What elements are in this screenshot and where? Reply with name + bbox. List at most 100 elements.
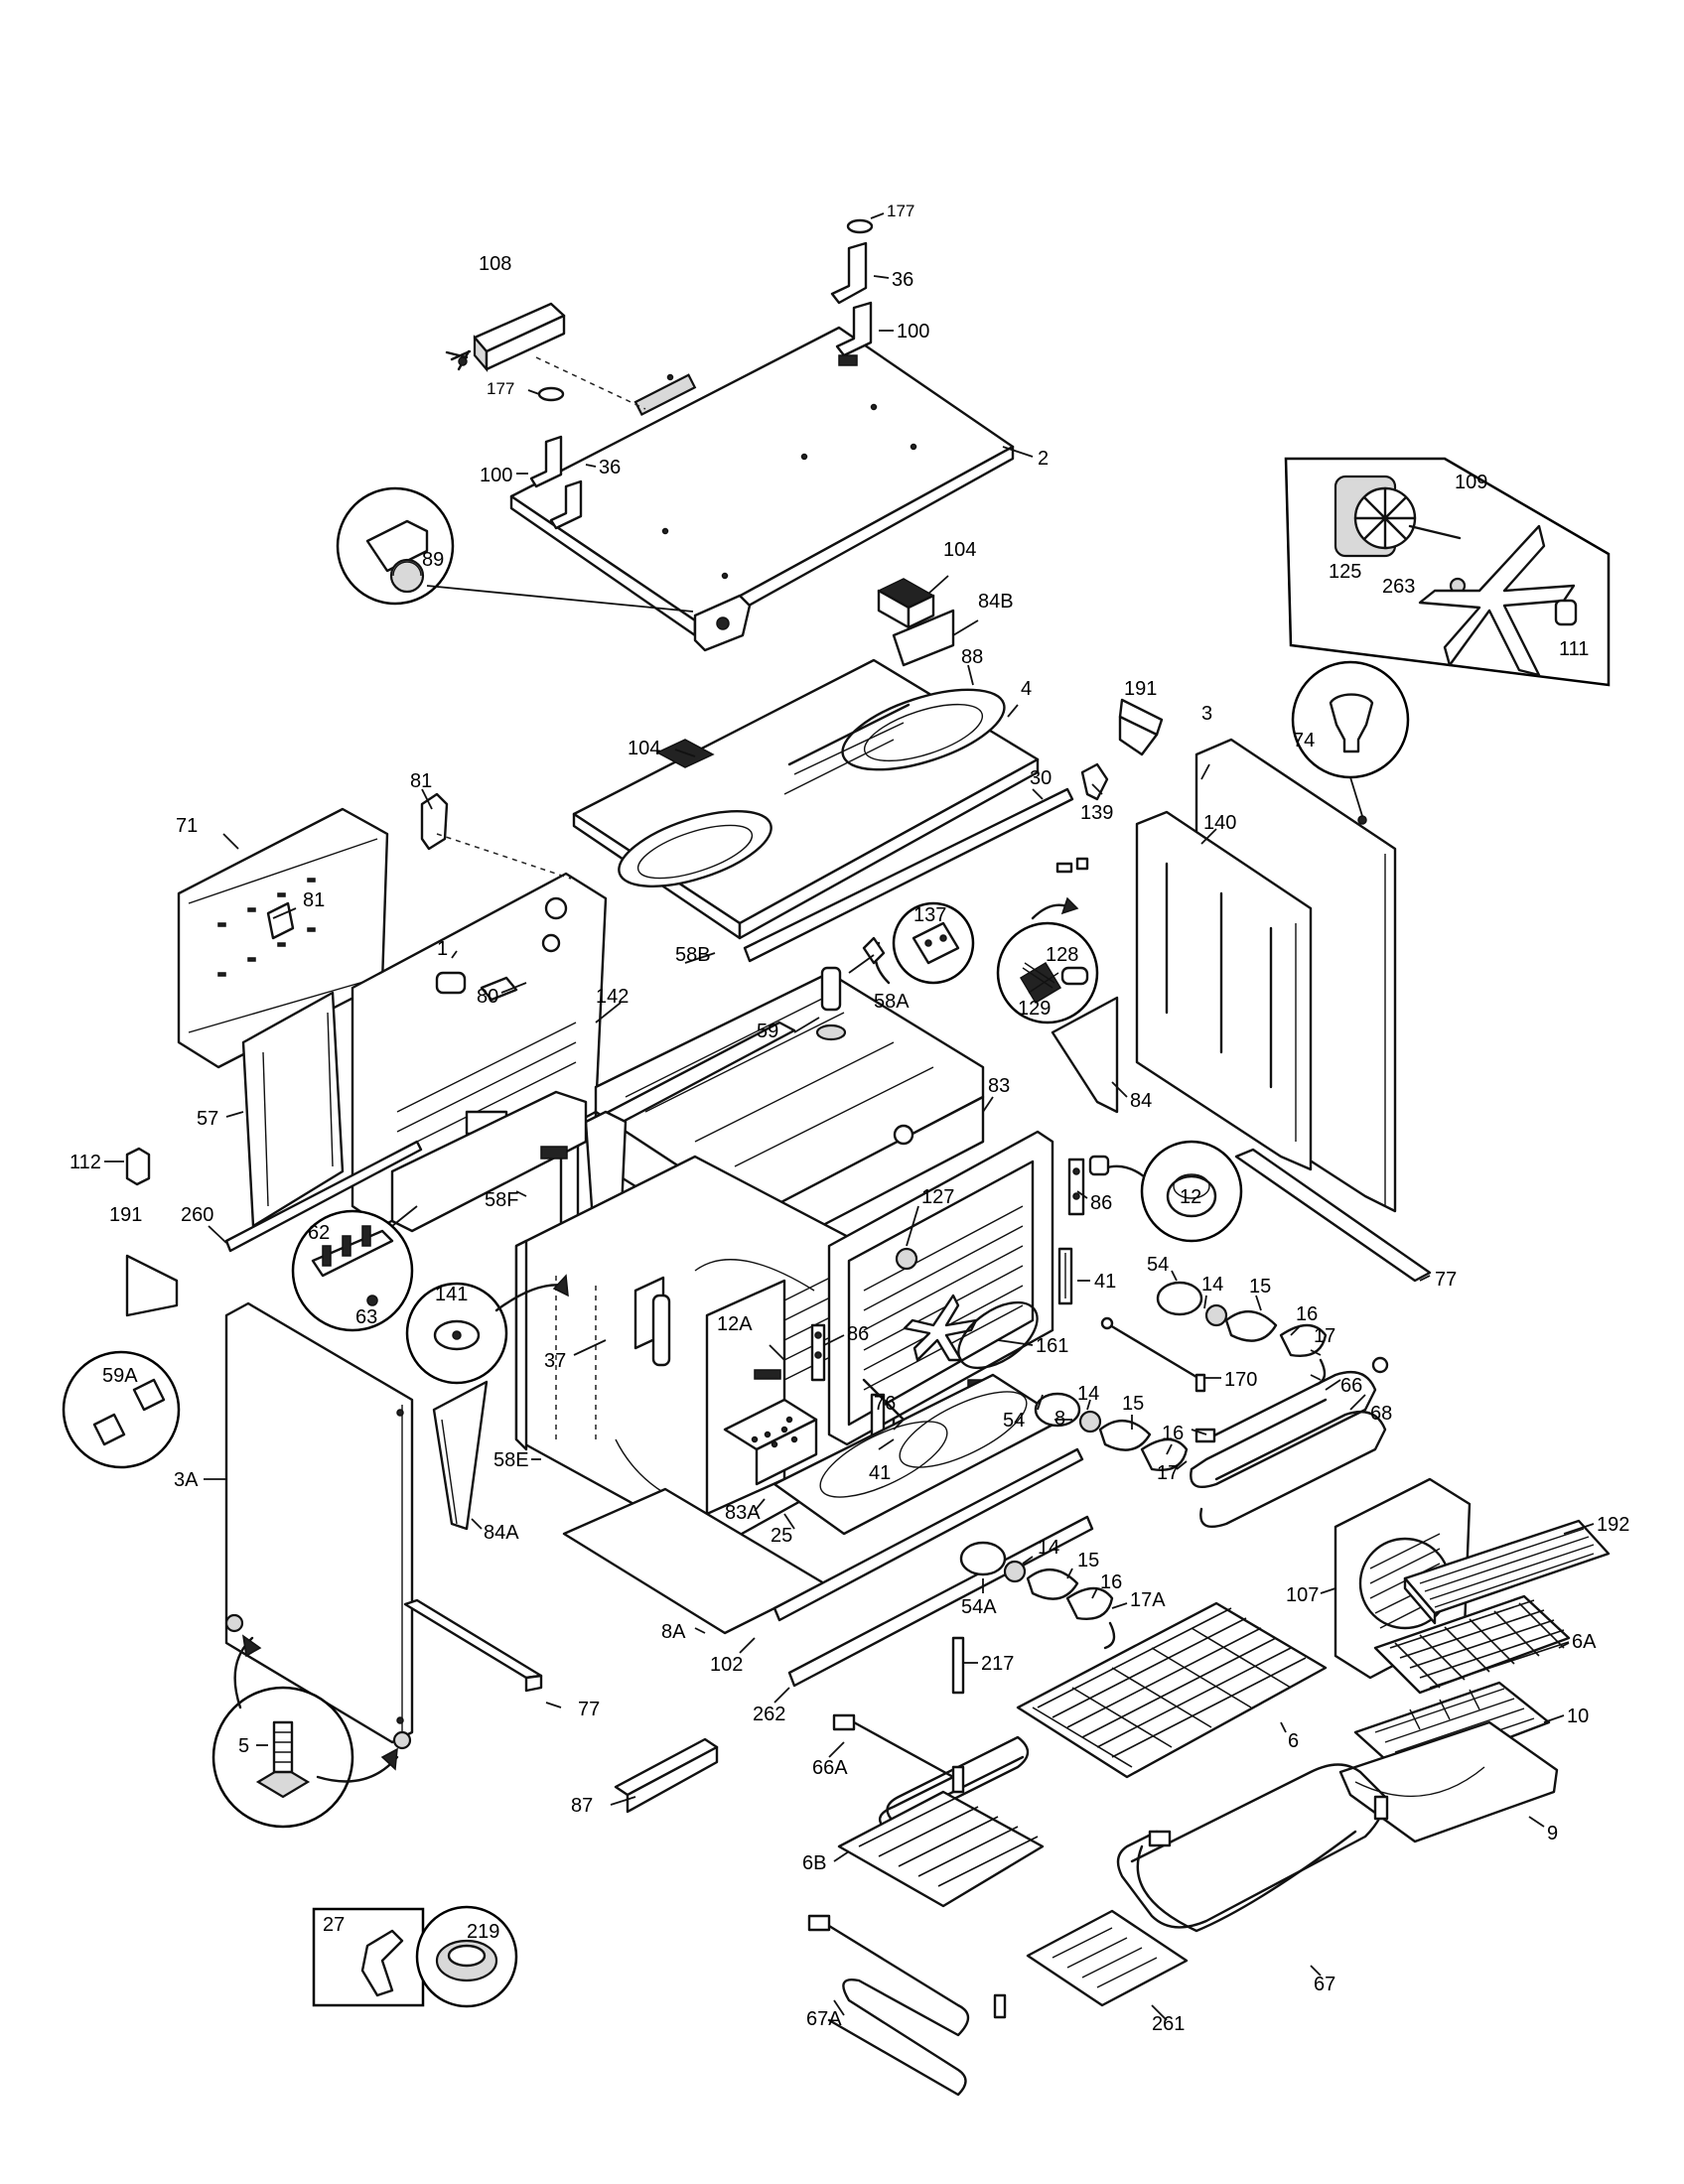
- lamp-assembly-lower: [959, 1541, 1116, 1650]
- small-rack-6b: [837, 1790, 1045, 1908]
- callout-83a: 83A: [725, 1502, 761, 1524]
- callout-161: 161: [1036, 1335, 1068, 1357]
- callout-86b: 86: [847, 1323, 869, 1345]
- callout-84: 84: [1130, 1090, 1152, 1112]
- callout-16a: 16: [1296, 1303, 1318, 1325]
- frame-83: [827, 1130, 1054, 1446]
- callout-62: 62: [308, 1222, 330, 1244]
- bracket-87: [614, 1737, 719, 1814]
- oven-rack-6: [1016, 1601, 1328, 1779]
- callout-89: 89: [422, 549, 444, 571]
- callout-67: 67: [1314, 1974, 1335, 1995]
- callout-100a: 100: [897, 321, 929, 342]
- callout-170-text: 59A: [102, 1365, 138, 1387]
- callout-10: 10: [1567, 1706, 1589, 1727]
- callout-8: 8: [1054, 1408, 1065, 1430]
- callout-9: 9: [1547, 1823, 1558, 1844]
- callout-41b: 41: [869, 1462, 891, 1484]
- bracket-191-top: [1118, 698, 1164, 756]
- callout-111: 111: [1559, 638, 1589, 660]
- callout-139: 139: [1080, 802, 1113, 824]
- block-104-84b: [877, 578, 955, 667]
- element-66a: [832, 1713, 1030, 1834]
- callout-59a: 37: [544, 1350, 566, 1372]
- inset-62-63: [291, 1205, 418, 1332]
- callout-17a: 17: [1314, 1325, 1335, 1347]
- callout-6a: 6A: [1572, 1631, 1597, 1653]
- callout-15a: 15: [1249, 1276, 1271, 1297]
- liner-140: [1135, 810, 1313, 1171]
- callout-58e: 58E: [493, 1449, 529, 1471]
- callout-84b: 84B: [978, 591, 1014, 613]
- callout-14c: 14: [1038, 1537, 1059, 1559]
- callout-54a: 54: [1147, 1254, 1169, 1276]
- callout-labels: 177 36 108 100 177 100 36 2 89 104 84B 1…: [70, 202, 1629, 2035]
- clip-81-top: [420, 792, 449, 851]
- callout-74: 74: [1293, 730, 1315, 751]
- bracket-84a: [432, 1380, 489, 1531]
- callout-88: 88: [961, 646, 983, 668]
- callout-4: 4: [1021, 678, 1032, 700]
- callout-36b: 36: [599, 457, 621, 478]
- inset-89: [336, 486, 694, 613]
- callout-16b: 16: [1162, 1423, 1184, 1444]
- callout-57: 57: [197, 1108, 218, 1130]
- callout-8a: 8A: [661, 1621, 686, 1643]
- strip-102: [772, 1447, 1084, 1622]
- callout-12a: 12A: [717, 1313, 753, 1335]
- callout-109: 109: [1455, 472, 1487, 493]
- callout-2: 2: [1038, 448, 1049, 470]
- inset-12: [1088, 1140, 1243, 1243]
- callout-81b: 81: [303, 889, 325, 911]
- blower-motor-108: [445, 302, 566, 372]
- callout-54b: 54: [1003, 1410, 1025, 1432]
- callout-15b: 15: [1122, 1393, 1144, 1415]
- callout-219: 219: [467, 1921, 499, 1943]
- callout-17b: 17: [1157, 1462, 1179, 1484]
- callout-58f: 58F: [485, 1189, 518, 1211]
- leader-lines: [104, 212, 1595, 2021]
- sensor-37: [1100, 1316, 1206, 1393]
- strip-30: [743, 787, 1074, 963]
- callout-6b: 6B: [802, 1852, 826, 1874]
- callout-27: 27: [323, 1914, 345, 1936]
- strip-217: [951, 1636, 965, 1695]
- inset-129-128: [996, 857, 1099, 1024]
- strip-41-right: [1057, 1247, 1073, 1305]
- callout-14a: 14: [1201, 1274, 1223, 1296]
- callout-41a: 41: [1094, 1271, 1116, 1293]
- callout-66a: 66A: [812, 1757, 848, 1779]
- callout-104b: 104: [628, 738, 660, 759]
- callout-80: 80: [477, 986, 498, 1008]
- strip-77-right: [1234, 1148, 1432, 1283]
- callout-54c: 54A: [961, 1596, 997, 1618]
- callout-5: 5: [238, 1735, 249, 1757]
- callout-25: 25: [771, 1525, 792, 1547]
- broil-pan-9: [1338, 1720, 1559, 1843]
- callout-76: 76: [874, 1393, 896, 1415]
- callout-77b: 77: [578, 1699, 600, 1720]
- panel-57: [241, 991, 345, 1228]
- callout-102: 102: [710, 1654, 743, 1676]
- callout-37: 170: [1224, 1369, 1257, 1391]
- oven-top-4: [572, 658, 1040, 940]
- callout-36a: 36: [892, 269, 913, 291]
- callout-58b: 58B: [675, 944, 711, 966]
- callout-15c: 15: [1077, 1550, 1099, 1571]
- callout-125: 125: [1329, 561, 1361, 583]
- bracket-139: [1080, 762, 1109, 801]
- top-panel: [509, 326, 1015, 637]
- hinge-86-left: [810, 1323, 826, 1382]
- callout-177b: 177: [487, 379, 514, 398]
- lamp-assembly-middle: [1034, 1392, 1189, 1471]
- callout-141: 141: [435, 1284, 468, 1305]
- callout-12: 12: [1180, 1186, 1201, 1208]
- callout-108: 108: [479, 253, 511, 275]
- element-67: [1116, 1763, 1389, 1933]
- callout-261: 261: [1152, 2013, 1185, 2035]
- callout-84a: 84A: [484, 1522, 519, 1544]
- inset-5-leg: [211, 1613, 412, 1829]
- bracket-under-top: [693, 594, 752, 652]
- callout-6: 6: [1288, 1730, 1299, 1752]
- bracket-191-left: [125, 1254, 179, 1317]
